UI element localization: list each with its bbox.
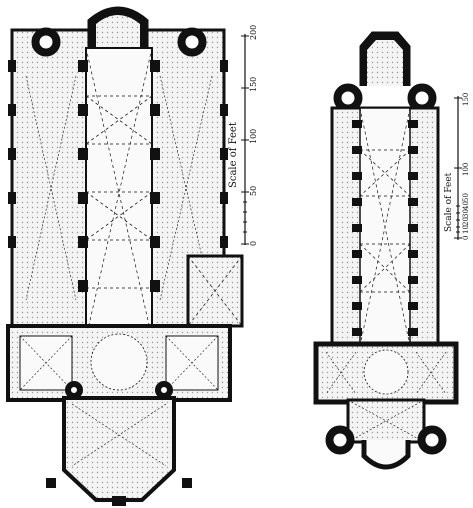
- left-scale-tick-50: 50: [249, 186, 258, 196]
- left-scale-tick-100: 100: [249, 129, 258, 144]
- right-scale-tick-10: 10: [462, 225, 470, 234]
- left-scale-label: Scale of Feet: [228, 122, 239, 188]
- left-scale-bar: 200 150 100 50 0 Scale of Feet: [228, 25, 258, 246]
- right-scale-tick-30: 30: [462, 209, 470, 218]
- right-scale-bar: 150 100 0 10 20 30 40 50 Scale of Feet: [444, 93, 470, 240]
- right-floor-plan: [313, 31, 459, 470]
- right-scale-tick-50: 50: [462, 193, 470, 202]
- right-scale-tick-40: 40: [462, 201, 470, 210]
- right-bottom-apse: [361, 440, 411, 470]
- left-scale-tick-200: 200: [249, 25, 258, 40]
- left-choir-apse: [62, 396, 176, 502]
- left-scale-tick-0: 0: [249, 241, 258, 246]
- right-scale-tick-20: 20: [462, 217, 470, 226]
- left-scale-tick-150: 150: [249, 77, 258, 92]
- right-scale-tick-100: 100: [462, 163, 470, 176]
- left-crossing-vault: [90, 333, 148, 391]
- right-scale-label: Scale of Feet: [444, 172, 454, 232]
- right-crossing-vault: [363, 349, 409, 395]
- right-scale-tick-150: 150: [462, 93, 470, 106]
- right-scale-tick-0: 0: [462, 236, 470, 240]
- left-floor-plan: [6, 6, 244, 506]
